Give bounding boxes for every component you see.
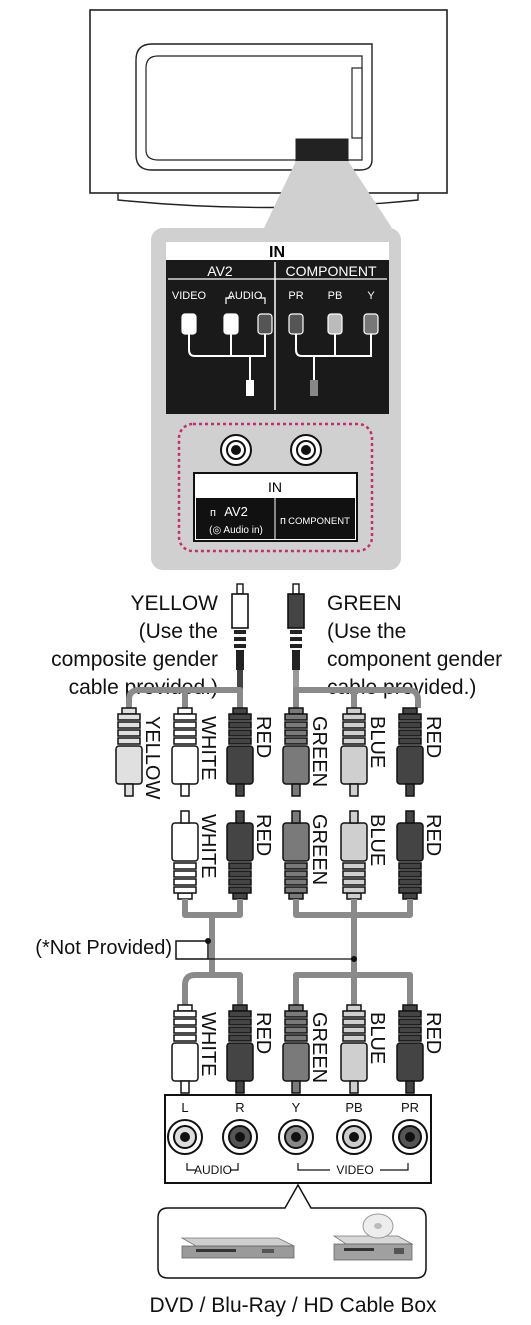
label-red-comp-2: RED (422, 814, 444, 856)
plug-white-2 (171, 810, 199, 900)
yellow-note-line-2: (Use the (139, 620, 218, 643)
device-y-label: Y (292, 1100, 301, 1115)
panel-component-label: COMPONENT (286, 263, 377, 279)
jack-in-label: IN (268, 479, 282, 495)
plug-white-3 (171, 1004, 199, 1094)
device-audio-label: AUDIO (194, 1163, 232, 1177)
callout-wedge (264, 161, 392, 228)
tv-port-indicator (295, 138, 349, 162)
jack-av2-icon: ᴨ (210, 507, 216, 519)
label-red-comp-3: RED (422, 1012, 444, 1054)
tv-outline (89, 9, 448, 209)
jack-component-label: COMPONENT (288, 516, 350, 527)
green-cable-note: GREEN (Use the component gender cable pr… (327, 592, 502, 699)
label-red-1: RED (252, 716, 274, 758)
panel-pb-label: PB (328, 290, 343, 302)
plug-green-3 (282, 1004, 310, 1094)
panel-y-connector (363, 313, 379, 335)
plug-blue-2 (340, 810, 368, 900)
device-callout (157, 1183, 427, 1279)
device-jack-panel: L R Y PB PR AUDIO VIDEO (164, 1094, 432, 1184)
panel-pr-connector (288, 313, 304, 335)
plug-labels-row-2: WHITE RED GREEN BLUE RED (197, 814, 444, 885)
panel-audio-label: AUDIO (228, 290, 263, 302)
label-blue-2: BLUE (366, 814, 388, 866)
plug-labels-row-1: YELLOW WHITE RED GREEN BLUE RED (141, 716, 444, 799)
not-provided-note: (*Not Provided) (35, 937, 357, 962)
panel-video-label: VIDEO (172, 290, 207, 302)
green-note-line-2: (Use the (327, 620, 406, 643)
plug-red-3 (226, 1004, 254, 1094)
label-blue-1: BLUE (366, 716, 388, 768)
device-pr-label: PR (401, 1100, 419, 1115)
jack-av2-label: AV2 (224, 504, 248, 519)
plug-labels-row-3: WHITE RED GREEN BLUE RED (197, 1012, 444, 1083)
panel-pb-connector (327, 313, 343, 335)
jack-highlight (177, 422, 374, 553)
yellow-note-line-3: composite gender (51, 648, 218, 671)
middle-wires (182, 899, 413, 1005)
plug-green-2 (282, 810, 310, 900)
label-green-2: GREEN (308, 814, 330, 885)
input-panel: IN AV2 COMPONENT VIDEO AUDIO PR PB Y (166, 242, 389, 414)
device-caption: DVD / Blu-Ray / HD Cable Box (149, 1294, 437, 1317)
device-pb-label: PB (345, 1100, 362, 1115)
plug-red-1 (226, 707, 254, 797)
plug-white-1 (171, 707, 199, 797)
component-gender-cable (287, 583, 305, 700)
yellow-note-line-1: YELLOW (130, 592, 218, 615)
device-video-label: VIDEO (336, 1163, 373, 1177)
bluray-player-icon (332, 1213, 414, 1261)
not-provided-label: (*Not Provided) (35, 937, 172, 959)
jack-label-block: IN ᴨ AV2 (◎ Audio in) ᴨ COMPONENT (193, 472, 358, 542)
panel-in-label: IN (269, 244, 285, 261)
jack-audio-in-label: (◎ Audio in) (209, 525, 263, 536)
label-white-1: WHITE (197, 716, 219, 780)
label-red-3: RED (252, 1012, 274, 1054)
label-green-3: GREEN (308, 1012, 330, 1083)
label-yellow-1: YELLOW (141, 716, 163, 799)
device-l-label: L (181, 1100, 188, 1115)
jack-component-icon: ᴨ (280, 515, 286, 527)
panel-audio-r-connector (257, 313, 273, 335)
panel-av2-label: AV2 (207, 263, 233, 279)
panel-video-connector (181, 313, 197, 335)
composite-gender-cable (231, 583, 249, 700)
panel-audio-l-connector (223, 313, 239, 335)
split-wires-top (126, 687, 421, 708)
plug-blue-3 (340, 1004, 368, 1094)
label-blue-3: BLUE (366, 1012, 388, 1064)
panel-pr-label: PR (288, 290, 303, 302)
av2-jack (220, 434, 252, 466)
label-red-comp-1: RED (422, 716, 444, 758)
panel-y-label: Y (367, 290, 375, 302)
label-red-2: RED (252, 814, 274, 856)
dvd-player-icon (180, 1237, 295, 1259)
plug-green-1 (282, 707, 310, 797)
plug-red-comp-1 (396, 707, 424, 797)
green-note-line-1: GREEN (327, 592, 402, 615)
green-note-line-3: component gender (327, 648, 502, 671)
yellow-cable-note: YELLOW (Use the composite gender cable p… (51, 592, 218, 699)
plug-red-comp-2 (396, 810, 424, 900)
component-jack (290, 434, 322, 466)
plug-red-2 (226, 810, 254, 900)
label-white-3: WHITE (197, 1012, 219, 1076)
device-r-label: R (235, 1100, 244, 1115)
plug-yellow-1 (115, 707, 143, 797)
label-white-2: WHITE (197, 814, 219, 878)
label-green-1: GREEN (308, 716, 330, 787)
plug-red-comp-3 (396, 1004, 424, 1094)
plug-blue-1 (340, 707, 368, 797)
